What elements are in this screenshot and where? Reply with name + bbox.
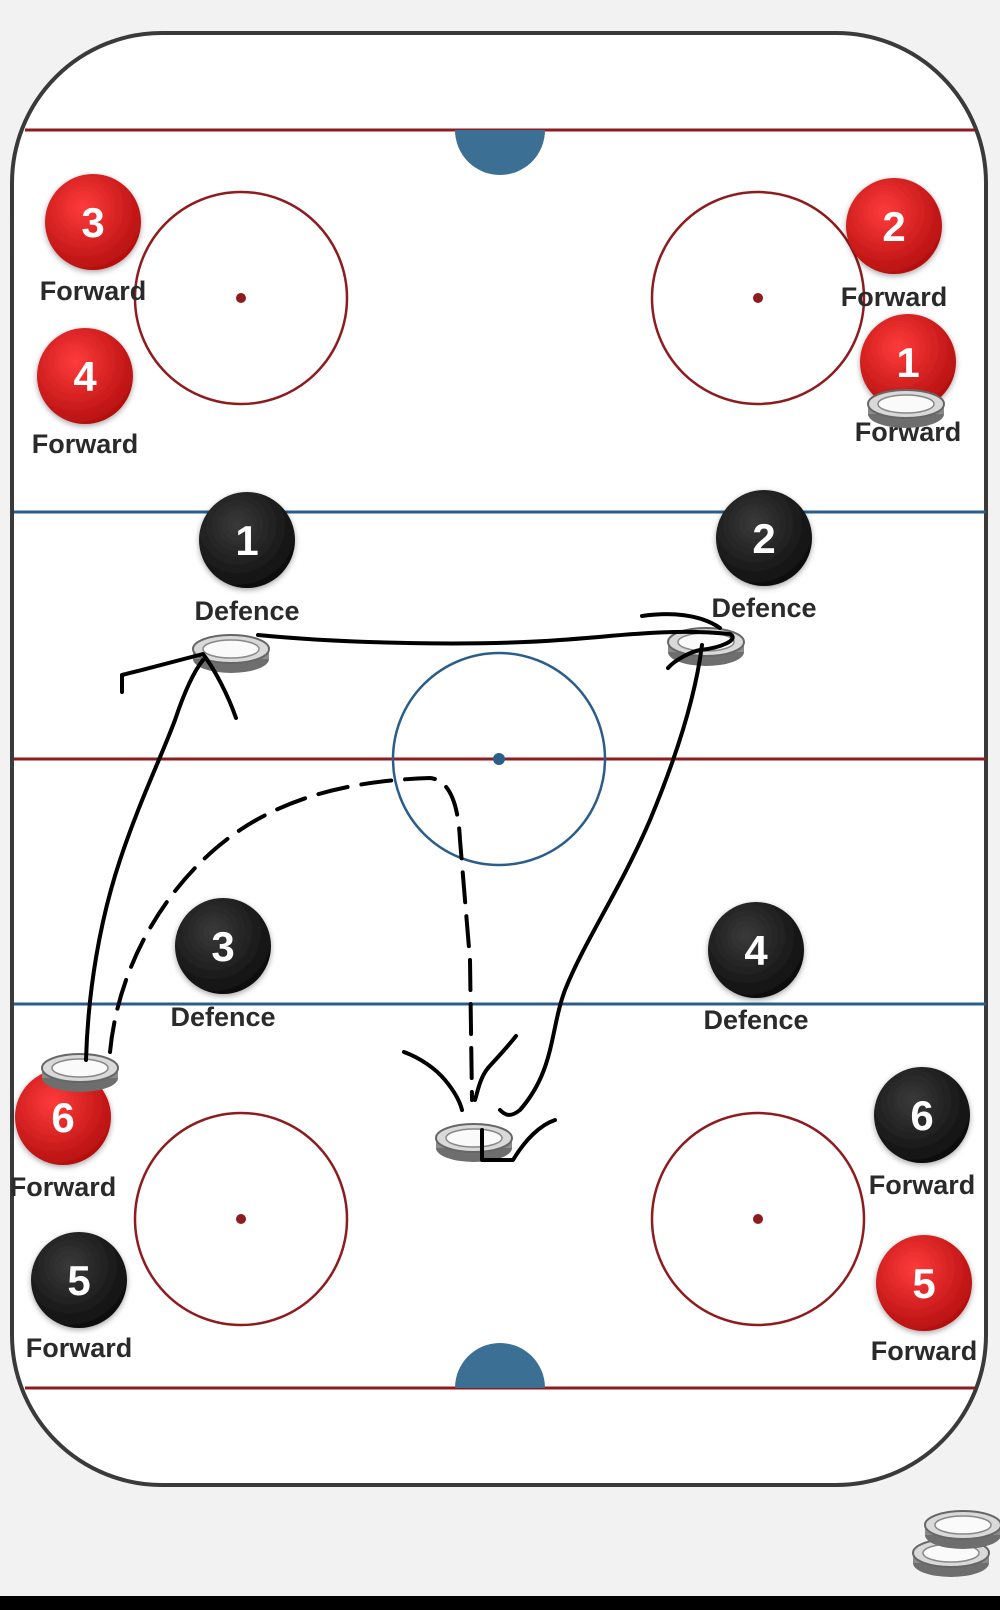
player-black-5-forward[interactable]: 5 Forward (26, 1232, 133, 1363)
faceoff-dot-bottom-left (236, 1214, 246, 1224)
skate-path-right-hook (473, 1034, 518, 1102)
skate-path-right (498, 643, 704, 1117)
player-black-4-defence[interactable]: 4 Defence (703, 902, 809, 1035)
players-layer: 3 Forward 4 Forward 2 Forward 1 Forward … (10, 174, 978, 1366)
player-number: 5 (912, 1260, 935, 1307)
play-drawings (84, 612, 735, 1162)
puck-icon[interactable] (435, 1123, 513, 1163)
player-red-1-forward[interactable]: 1 Forward (855, 314, 962, 447)
player-number: 4 (73, 353, 97, 400)
goal-crease-top (455, 130, 545, 175)
skate-path-bottom-hook (402, 1050, 464, 1112)
player-black-1-defence[interactable]: 1 Defence (194, 492, 300, 626)
player-number: 2 (882, 203, 905, 250)
goal-crease-bottom (455, 1343, 545, 1388)
player-number: 6 (910, 1092, 933, 1139)
player-role-label: Forward (841, 282, 948, 312)
puck-icon[interactable] (41, 1053, 119, 1093)
rink (10, 31, 988, 1487)
skate-path-bottom (480, 1118, 557, 1162)
player-black-6-forward[interactable]: 6 Forward (869, 1067, 976, 1200)
center-circle (391, 651, 607, 867)
player-number: 6 (51, 1094, 74, 1141)
pass-path-dashed (108, 776, 474, 1102)
player-number: 2 (752, 515, 775, 562)
faceoff-dot-top-left (236, 293, 246, 303)
player-role-label: Forward (871, 1336, 978, 1366)
puck-stack-icon[interactable] (912, 1510, 1000, 1578)
faceoff-dot-bottom-right (753, 1214, 763, 1224)
player-role-label: Forward (10, 1172, 117, 1202)
player-role-label: Forward (32, 429, 139, 459)
player-role-label: Defence (711, 593, 816, 623)
player-number: 3 (211, 923, 234, 970)
center-dot (493, 753, 505, 765)
player-role-label: Defence (194, 596, 299, 626)
faceoff-dot-top-right (753, 293, 763, 303)
faceoff-circle-top-right (650, 190, 866, 406)
player-number: 3 (81, 199, 104, 246)
faceoff-circle-bottom-right (650, 1111, 866, 1327)
skate-path-top-hook (640, 612, 722, 630)
player-role-label: Defence (703, 1005, 808, 1035)
player-black-2-defence[interactable]: 2 Defence (711, 490, 817, 623)
player-number: 1 (235, 517, 258, 564)
player-red-4-forward[interactable]: 4 Forward (32, 328, 139, 459)
player-red-2-forward[interactable]: 2 Forward (841, 178, 948, 312)
player-red-6-forward[interactable]: 6 Forward (10, 1069, 117, 1202)
skate-path-left (84, 658, 205, 1062)
puck-icon[interactable] (867, 389, 945, 429)
player-number: 1 (896, 339, 919, 386)
player-role-label: Forward (869, 1170, 976, 1200)
player-role-label: Forward (26, 1333, 133, 1363)
player-red-3-forward[interactable]: 3 Forward (40, 174, 147, 306)
player-black-3-defence[interactable]: 3 Defence (170, 898, 276, 1032)
player-number: 4 (744, 927, 768, 974)
faceoff-circle-bottom-left (133, 1111, 349, 1327)
skate-path-left-hook (120, 652, 238, 720)
player-role-label: Forward (40, 276, 147, 306)
player-red-5-forward[interactable]: 5 Forward (871, 1235, 978, 1366)
bottom-bar (0, 1596, 1000, 1610)
player-role-label: Defence (170, 1002, 275, 1032)
faceoff-circle-top-left (133, 190, 349, 406)
player-number: 5 (67, 1257, 90, 1304)
